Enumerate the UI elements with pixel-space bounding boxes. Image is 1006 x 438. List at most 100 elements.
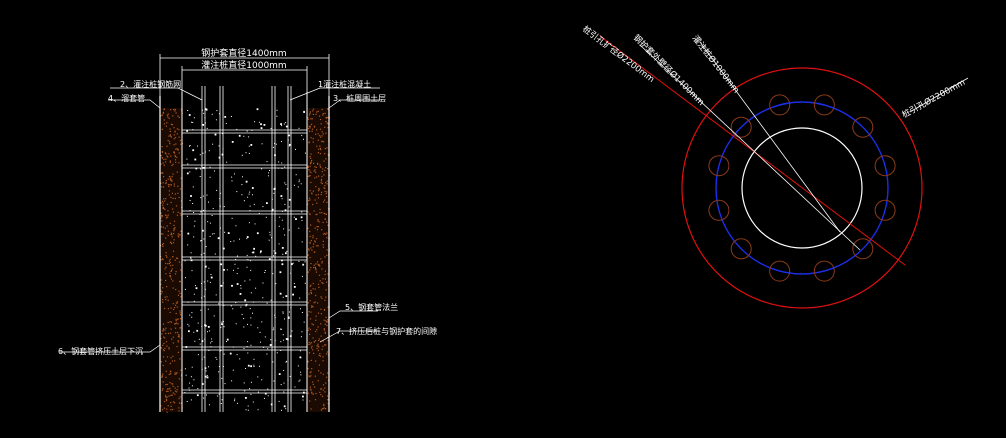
soil-grain [162, 349, 164, 351]
soil-grain [162, 287, 164, 289]
concrete-aggregate [243, 200, 245, 202]
soil-grain [164, 329, 166, 331]
soil-grain [319, 136, 322, 138]
soil-grain [315, 186, 317, 188]
soil-grain [167, 390, 169, 392]
soil-grain [162, 204, 164, 206]
concrete-aggregate [243, 326, 245, 328]
concrete-aggregate [193, 236, 195, 238]
soil-grain [178, 236, 180, 238]
soil-grain [174, 137, 177, 139]
soil-grain [178, 128, 180, 131]
soil-grain [165, 398, 168, 400]
concrete-aggregate [246, 254, 248, 256]
leader-casing [639, 44, 861, 251]
concrete-aggregate [273, 380, 275, 382]
soil-grain [313, 125, 316, 127]
soil-grain [174, 156, 176, 158]
concrete-aggregate [186, 401, 188, 402]
soil-grain [177, 340, 179, 342]
soil-grain [173, 220, 176, 222]
concrete-aggregate [202, 229, 204, 232]
concrete-aggregate [246, 236, 249, 238]
soil-grain [178, 398, 180, 400]
soil-grain [316, 238, 318, 240]
soil-grain [324, 187, 326, 189]
soil-grain [311, 192, 313, 194]
concrete-aggregate [301, 312, 303, 313]
concrete-aggregate [214, 133, 217, 136]
soil-grain [314, 199, 316, 201]
soil-grain [171, 175, 173, 178]
soil-grain [310, 311, 312, 313]
leader-outer [599, 35, 906, 266]
soil-grain [327, 306, 329, 308]
concrete-aggregate [261, 379, 263, 381]
soil-grain [318, 148, 320, 150]
concrete-aggregate [212, 143, 214, 145]
concrete-aggregate [281, 162, 283, 164]
soil-grain [326, 324, 328, 326]
concrete-aggregate [209, 330, 211, 332]
soil-grain [174, 259, 176, 261]
soil-grain [310, 118, 312, 120]
concrete-aggregate [280, 341, 282, 343]
soil-grain [320, 128, 322, 130]
soil-grain [309, 300, 311, 302]
soil-grain [165, 125, 167, 127]
concrete-aggregate [235, 258, 237, 260]
concrete-aggregate [283, 391, 285, 393]
soil-grain [176, 148, 178, 150]
soil-grain [322, 373, 324, 375]
soil-grain [326, 183, 328, 185]
soil-grain [176, 171, 178, 173]
concrete-aggregate [205, 246, 207, 248]
soil-grain [319, 118, 322, 121]
soil-grain [164, 400, 166, 403]
soil-grain [315, 194, 317, 196]
soil-grain [163, 336, 165, 338]
soil-grain [160, 202, 162, 204]
soil-grain [307, 392, 309, 394]
soil-grain [317, 190, 320, 192]
soil-grain [175, 205, 178, 207]
soil-grain [177, 341, 179, 343]
concrete-aggregate [297, 186, 299, 188]
concrete-aggregate [253, 358, 255, 360]
soil-grain [317, 194, 319, 196]
soil-grain [313, 302, 315, 304]
soil-grain [161, 375, 163, 377]
concrete-aggregate [283, 228, 285, 230]
soil-grain [168, 388, 170, 390]
soil-grain [174, 387, 176, 389]
soil-grain [176, 391, 178, 393]
concrete-aggregate [201, 283, 202, 284]
soil-grain [308, 175, 310, 177]
soil-grain [315, 271, 318, 273]
soil-grain [173, 239, 175, 241]
concrete-aggregate [220, 192, 222, 194]
concrete-aggregate [214, 170, 215, 172]
soil-grain [161, 114, 163, 116]
concrete-aggregate [232, 308, 234, 310]
soil-grain [314, 241, 316, 243]
soil-grain [162, 323, 165, 325]
soil-grain [312, 246, 314, 248]
concrete-aggregate [245, 397, 247, 399]
soil-grain [316, 345, 318, 347]
concrete-aggregate [226, 161, 228, 163]
soil-grain [313, 170, 315, 172]
concrete-aggregate [209, 222, 211, 224]
concrete-aggregate [268, 258, 271, 260]
concrete-aggregate [226, 269, 228, 271]
concrete-aggregate [202, 152, 204, 154]
soil-grain [171, 124, 174, 126]
soil-grain [310, 247, 312, 249]
soil-grain [165, 254, 167, 256]
concrete-aggregate [205, 122, 206, 124]
soil-grain [178, 261, 180, 263]
soil-grain [322, 345, 324, 347]
soil-grain [177, 185, 179, 187]
concrete-aggregate [257, 409, 259, 411]
concrete-aggregate [186, 130, 188, 132]
